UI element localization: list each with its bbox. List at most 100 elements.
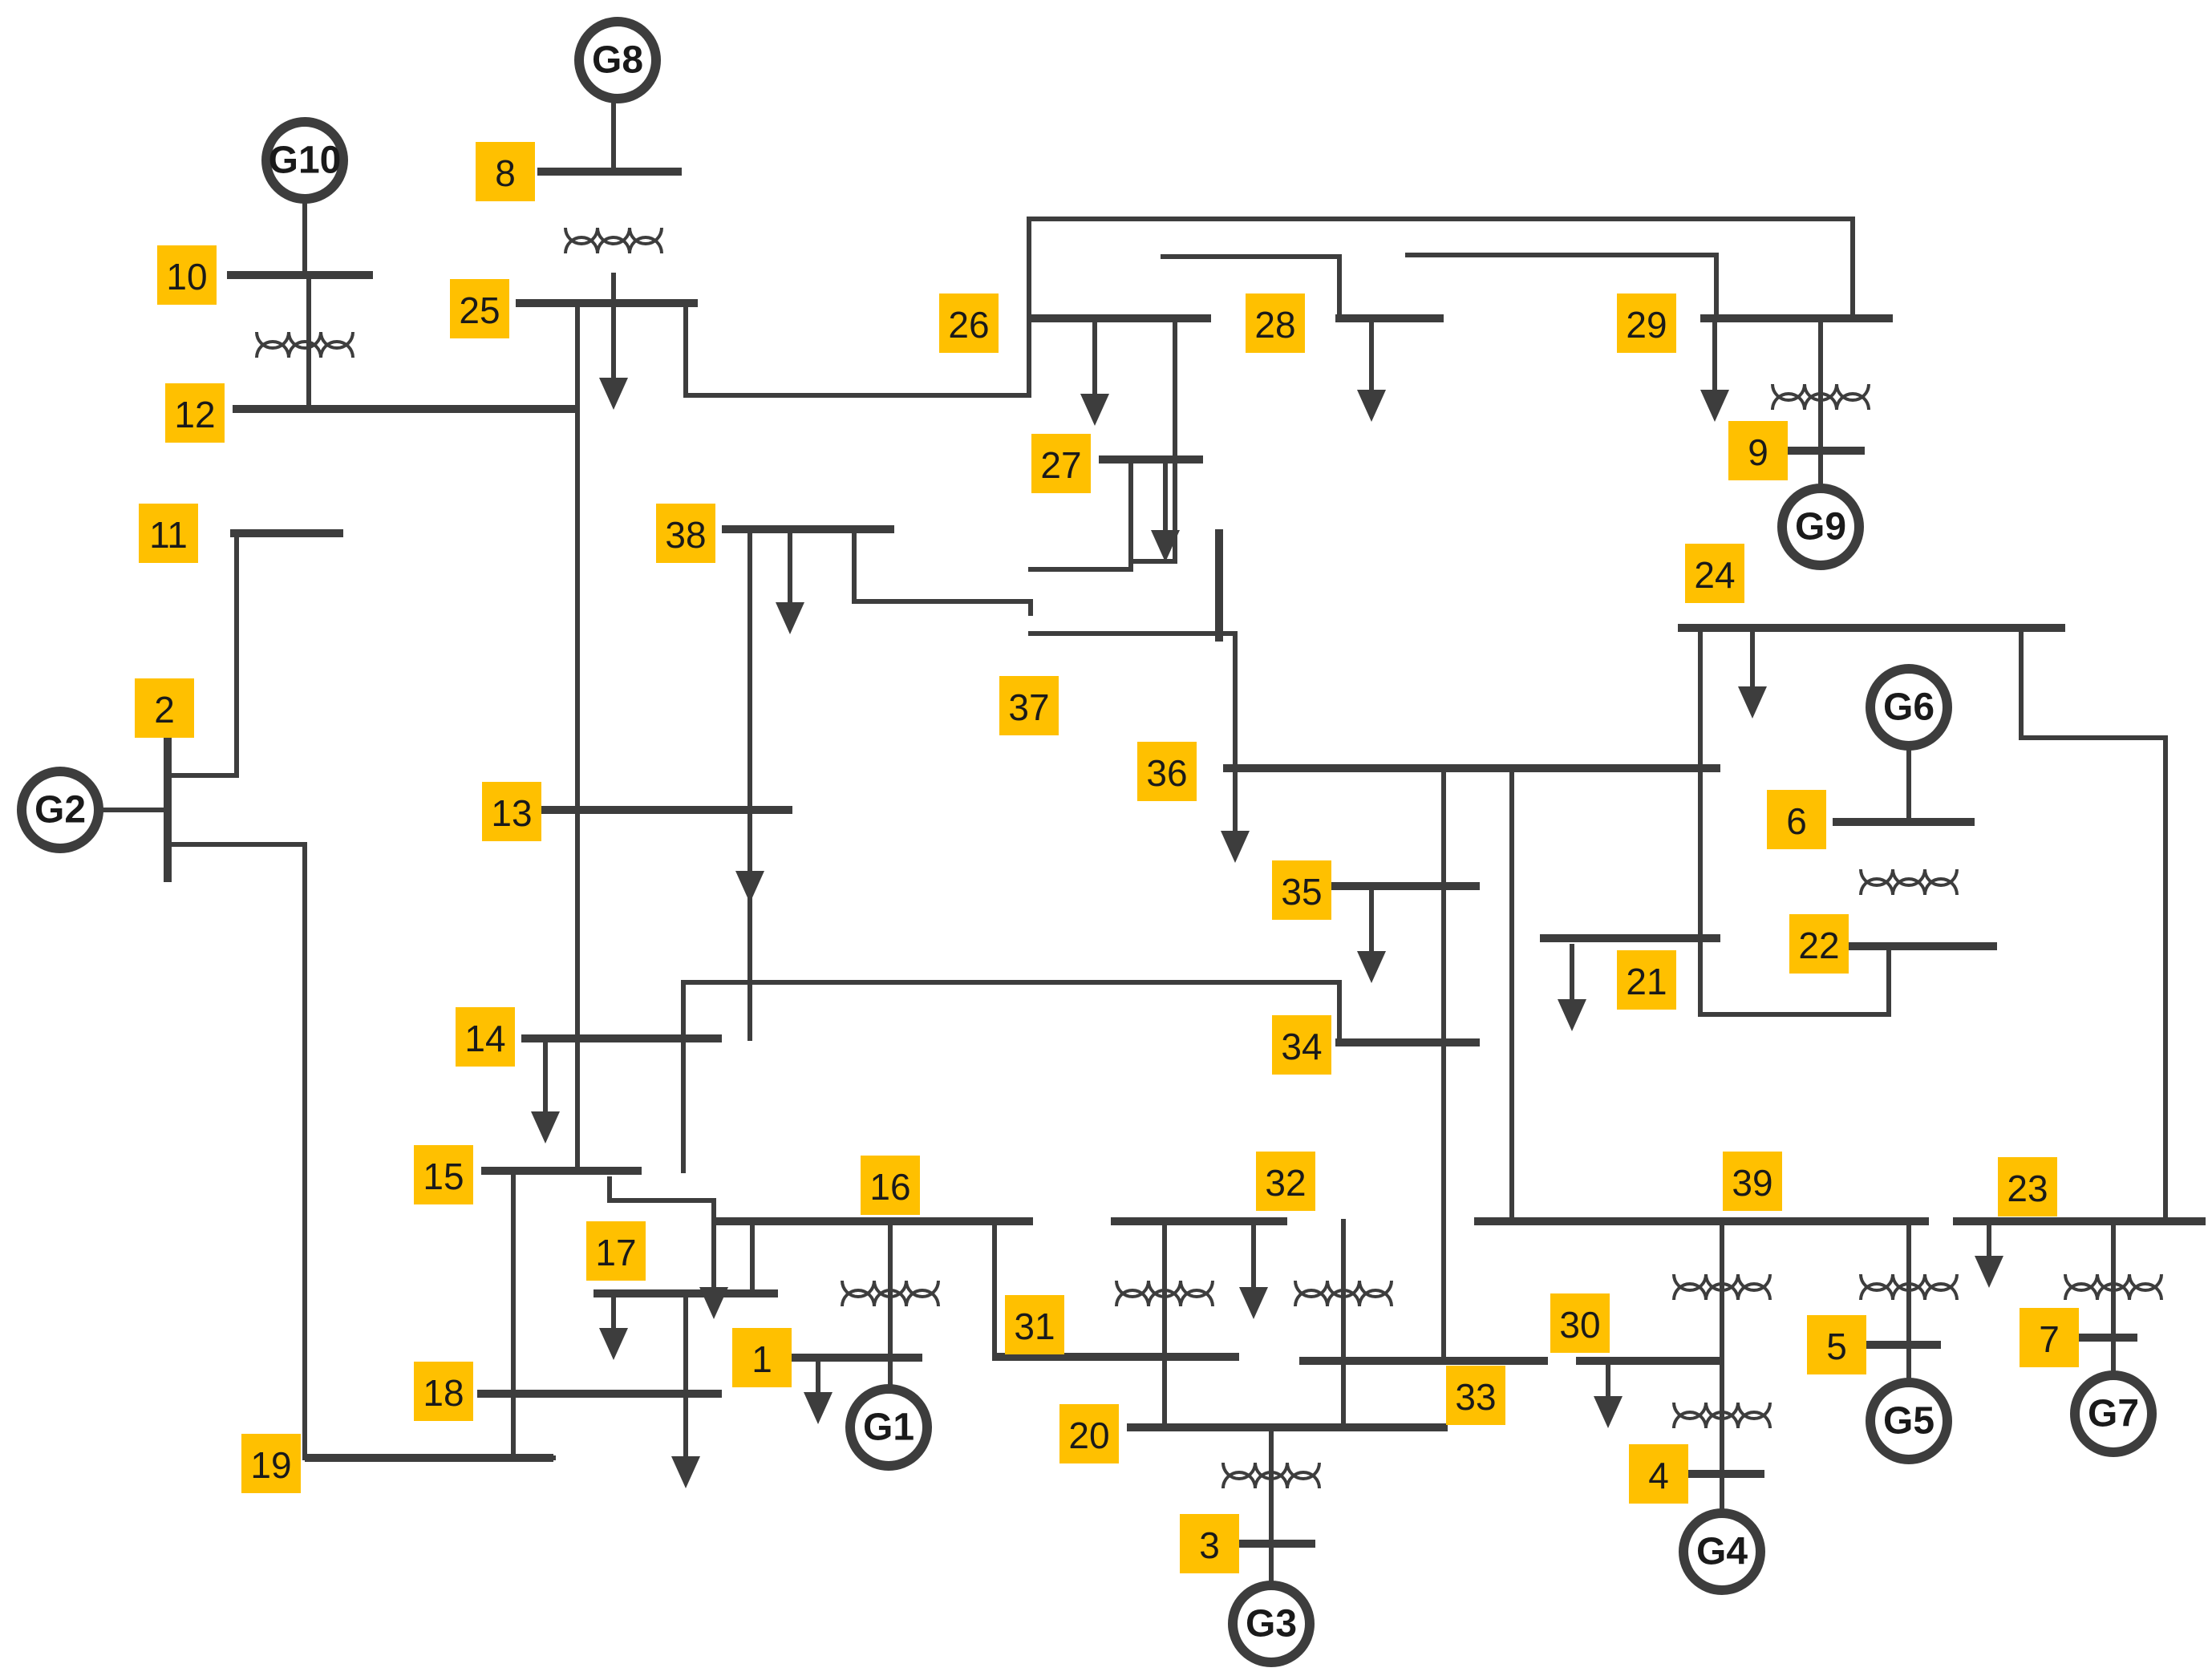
load-arrow-icon <box>1594 1396 1623 1428</box>
bus-label-15: 15 <box>414 1145 473 1204</box>
transmission-line-23 <box>607 1176 716 1224</box>
bus-label-text: 35 <box>1281 871 1322 913</box>
bus-label-box <box>1446 1366 1505 1425</box>
transformer-icon-coil <box>1835 383 1870 402</box>
transmission-line-13 <box>852 527 1033 616</box>
transmission-line-10 <box>1161 254 1342 321</box>
bus-label-box <box>1728 421 1788 480</box>
transformers <box>255 227 2163 1489</box>
transformer-icon-coil <box>1147 1280 1182 1298</box>
bus-label-32: 32 <box>1256 1152 1315 1211</box>
transformer-icon-coil <box>1859 868 1894 887</box>
transmission-line-11 <box>1405 253 1719 321</box>
bus-label-text: 12 <box>174 394 215 435</box>
bus-label-box <box>1723 1152 1782 1211</box>
bus-label-16: 16 <box>861 1156 920 1215</box>
bus-label-text: 31 <box>1014 1306 1055 1347</box>
generator-circle <box>17 767 103 853</box>
transmission-line-5 <box>165 842 556 1460</box>
transmission-line-20 <box>681 980 1342 1173</box>
bus-label-text: 27 <box>1040 444 1081 486</box>
bus-label-text: 4 <box>1648 1455 1669 1496</box>
bus-label-17: 17 <box>586 1221 646 1281</box>
load-arrow-icon <box>1558 999 1586 1031</box>
bus-label-21: 21 <box>1617 950 1676 1010</box>
load-arrow-icon <box>1738 686 1767 719</box>
transformer-icon-coil <box>2128 1273 2163 1292</box>
bus-label-text: 28 <box>1254 304 1295 346</box>
bus-label-34: 34 <box>1272 1015 1331 1075</box>
transformer-icon-coil <box>1704 1411 1740 1429</box>
bus-label-text: 13 <box>491 792 532 834</box>
transformer-icon-coil <box>1736 1411 1772 1429</box>
transformer-icon-coil <box>255 340 290 358</box>
bus-label-text: 3 <box>1199 1524 1220 1566</box>
bus-label-text: 29 <box>1626 304 1667 346</box>
transformer-icon-coil <box>1254 1471 1289 1489</box>
transformer-icon-coil <box>628 236 663 254</box>
bus-label-18: 18 <box>414 1362 473 1421</box>
transformer-icon-coil <box>287 331 322 350</box>
transformer-icon-coil <box>1254 1462 1289 1480</box>
transformer-icon-coil <box>1115 1280 1150 1298</box>
transformer-icon-coil <box>1771 383 1806 402</box>
bus-label-box <box>1031 434 1091 493</box>
bus-label-box <box>1272 1015 1331 1075</box>
bus-label-text: 6 <box>1786 800 1807 842</box>
transformer-icon-coil <box>1859 1282 1894 1301</box>
bus-label-text: 32 <box>1265 1162 1306 1204</box>
load-arrow-icon <box>1357 951 1386 983</box>
bus-label-14: 14 <box>456 1007 515 1067</box>
transformer-icon-coil <box>1147 1289 1182 1307</box>
bus-label-box <box>450 279 509 338</box>
transformer-icon-coil <box>1891 877 1926 896</box>
generator-icon: G3 <box>1228 1581 1315 1667</box>
bus-label-text: 10 <box>166 256 207 298</box>
bus-label-box <box>414 1362 473 1421</box>
generator-label: G3 <box>1246 1603 1297 1646</box>
load-arrow-icon <box>531 1111 560 1144</box>
transformer-icon-coil <box>905 1280 940 1298</box>
transformer-icon-coil <box>564 236 599 254</box>
bus-label-box <box>456 1007 515 1067</box>
transformer-icon-coil <box>1736 1273 1772 1292</box>
generator-circle <box>2070 1370 2157 1457</box>
load-arrow-icon <box>1151 530 1180 562</box>
transformer-icon <box>1672 1273 1772 1301</box>
bus-label-box <box>732 1328 792 1387</box>
transformer-icon <box>1115 1280 1214 1307</box>
generator-circle <box>1777 484 1864 570</box>
generator-icon: G10 <box>261 117 348 204</box>
transformer-icon <box>1294 1280 1393 1307</box>
generator-label: G8 <box>592 39 643 82</box>
transformer-icon-coil <box>1803 392 1838 411</box>
transformer-icon-coil <box>1923 1273 1959 1292</box>
generator-circle <box>1866 664 1952 751</box>
transformer-icon-coil <box>1286 1471 1321 1489</box>
bus-label-box <box>1059 1404 1119 1463</box>
bus-label-text: 5 <box>1826 1326 1847 1367</box>
load-arrow-icon <box>1239 1287 1268 1319</box>
bus-label-box <box>1272 860 1331 920</box>
transmission-line-8 <box>683 217 1855 398</box>
transformer-icon-coil <box>1672 1402 1708 1420</box>
transformer-icon-coil <box>628 227 663 245</box>
bus-label-box <box>586 1221 646 1281</box>
bus-label-text: 2 <box>154 689 175 731</box>
transformer-icon-coil <box>564 227 599 245</box>
load-arrow-icon <box>735 871 764 903</box>
bus-label-text: 21 <box>1626 961 1667 1002</box>
bus-label-37: 37 <box>999 676 1059 735</box>
bus-label-box <box>1807 1315 1866 1374</box>
bus-label-text: 38 <box>665 514 706 556</box>
transmission-line-9 <box>1132 316 1177 564</box>
transformer-icon-coil <box>2128 1282 2163 1301</box>
transformer-icon <box>564 227 663 254</box>
transformer-icon <box>1859 1273 1959 1301</box>
transformer-icon-coil <box>1672 1282 1708 1301</box>
transmission-line-15 <box>1028 631 1238 772</box>
bus-label-text: 15 <box>423 1156 464 1197</box>
transformer-icon-coil <box>1704 1273 1740 1292</box>
